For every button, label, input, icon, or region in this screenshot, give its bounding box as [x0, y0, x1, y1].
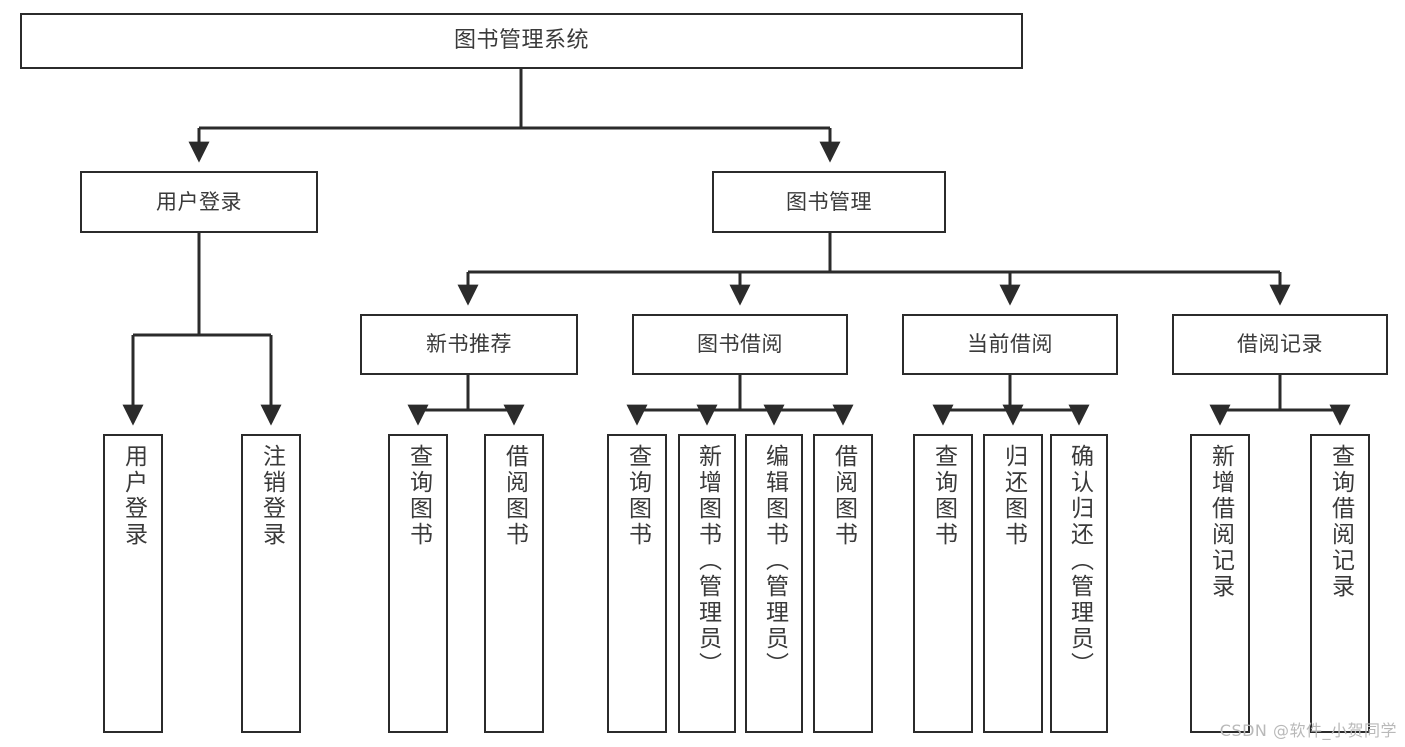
leaf-borrow-book-new[interactable]: 借阅图书 — [484, 434, 544, 733]
node-label: 归还图书 — [1000, 444, 1027, 548]
node-new-book-recommend[interactable]: 新书推荐 — [360, 314, 578, 375]
node-label: 确认归还（管理员） — [1066, 444, 1093, 678]
node-label: 新书推荐 — [426, 332, 512, 357]
node-label: 借阅记录 — [1237, 332, 1323, 357]
leaf-logout[interactable]: 注销登录 — [241, 434, 301, 733]
leaf-add-book-admin[interactable]: 新增图书（管理员） — [678, 434, 736, 733]
node-book-borrow[interactable]: 图书借阅 — [632, 314, 848, 375]
node-label: 借阅图书 — [830, 444, 857, 548]
leaf-query-book-current[interactable]: 查询图书 — [913, 434, 973, 733]
leaf-query-book-new[interactable]: 查询图书 — [388, 434, 448, 733]
node-label: 新增借阅记录 — [1207, 444, 1234, 600]
leaf-borrow-book[interactable]: 借阅图书 — [813, 434, 873, 733]
node-label: 注销登录 — [258, 444, 285, 548]
leaf-query-book-borrow[interactable]: 查询图书 — [607, 434, 667, 733]
node-user-login[interactable]: 用户登录 — [80, 171, 318, 233]
node-label: 用户登录 — [156, 189, 242, 214]
node-label: 查询图书 — [930, 444, 957, 548]
csdn-watermark: CSDN @软件_小贺同学 — [1219, 721, 1397, 740]
leaf-add-borrow-record[interactable]: 新增借阅记录 — [1190, 434, 1250, 733]
leaf-user-login[interactable]: 用户登录 — [103, 434, 163, 733]
node-book-management[interactable]: 图书管理 — [712, 171, 946, 233]
node-label: 查询借阅记录 — [1327, 444, 1354, 600]
node-label: 查询图书 — [405, 444, 432, 548]
node-root-system[interactable]: 图书管理系统 — [20, 13, 1023, 69]
node-label: 图书管理 — [786, 189, 872, 214]
node-label: 编辑图书（管理员） — [761, 444, 788, 678]
node-label: 借阅图书 — [501, 444, 528, 548]
leaf-confirm-return-admin[interactable]: 确认归还（管理员） — [1050, 434, 1108, 733]
leaf-edit-book-admin[interactable]: 编辑图书（管理员） — [745, 434, 803, 733]
node-label: 图书管理系统 — [453, 28, 589, 54]
node-label: 图书借阅 — [697, 332, 783, 357]
node-label: 当前借阅 — [967, 332, 1053, 357]
node-label: 查询图书 — [624, 444, 651, 548]
leaf-return-book[interactable]: 归还图书 — [983, 434, 1043, 733]
node-current-borrow[interactable]: 当前借阅 — [902, 314, 1118, 375]
node-borrow-record[interactable]: 借阅记录 — [1172, 314, 1388, 375]
node-label: 新增图书（管理员） — [694, 444, 721, 678]
leaf-query-borrow-record[interactable]: 查询借阅记录 — [1310, 434, 1370, 733]
node-label: 用户登录 — [120, 444, 147, 548]
